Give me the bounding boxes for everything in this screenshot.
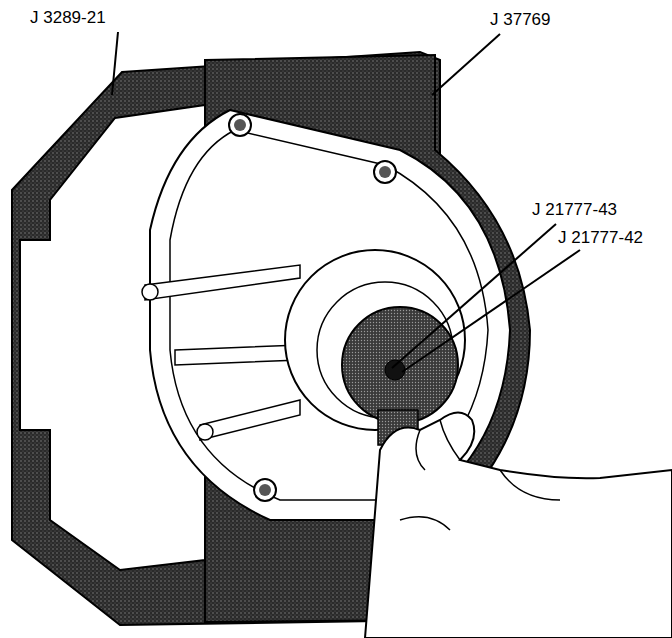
tool-label: J 21777-42 [556, 228, 645, 248]
leader-line [402, 250, 580, 372]
rib-hole [142, 284, 158, 300]
leader-line [112, 32, 118, 95]
hand [365, 413, 672, 638]
tool-center [385, 360, 405, 380]
bolt [234, 119, 246, 131]
rib-hole [197, 424, 213, 440]
bolt [229, 114, 251, 136]
leader-line [392, 224, 556, 368]
bolt [379, 166, 391, 178]
bolt [254, 479, 276, 501]
bolt [259, 484, 271, 496]
housing-rib [145, 265, 300, 300]
housing-rib [200, 400, 300, 440]
hand-detail [400, 420, 560, 530]
tool-label: J 37769 [488, 10, 553, 30]
housing-hub [285, 250, 465, 430]
tool-label: J 3289-21 [28, 8, 108, 28]
housing-rib [175, 345, 300, 365]
leader-line [432, 34, 500, 95]
bolt [374, 161, 396, 183]
tool-label: J 21777-43 [530, 200, 619, 220]
